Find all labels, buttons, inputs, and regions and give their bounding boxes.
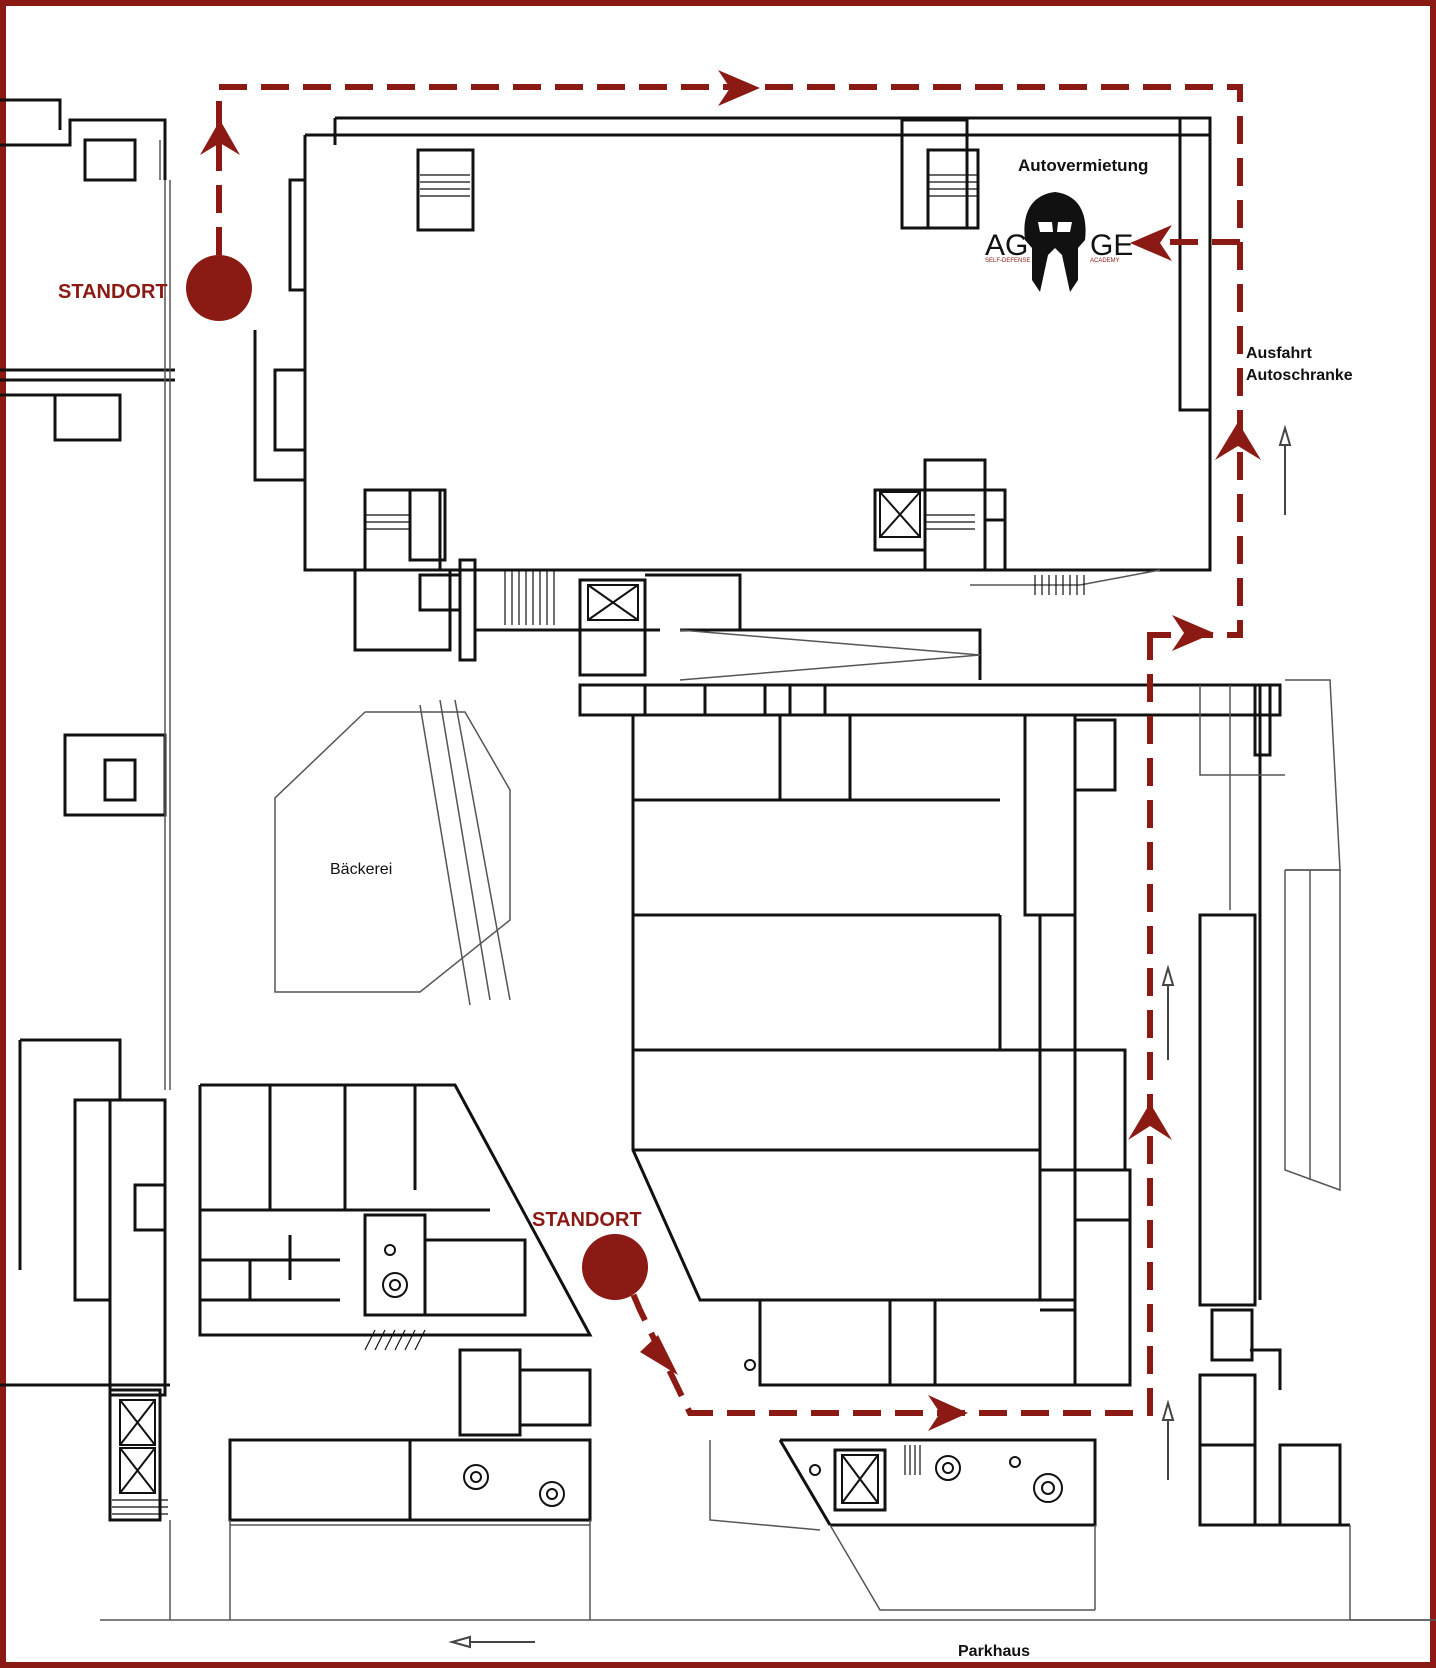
chevron-arrow-icon <box>1215 422 1261 460</box>
logo-subtext-left: SELF-DEFENSE <box>985 258 1030 264</box>
chevron-arrow-icon <box>640 1335 678 1375</box>
logo-subtext-right: ACADEMY <box>1090 258 1120 264</box>
building-walls <box>0 98 1350 1527</box>
elevator-boxes <box>119 491 921 1504</box>
ausfahrt-label: Ausfahrt <box>1246 345 1312 362</box>
thin-lines <box>100 140 1436 1621</box>
baeckerei-label: Bäckerei <box>330 861 392 878</box>
thin-arrow-icon <box>448 424 1292 1649</box>
chevron-arrow-icon <box>718 70 760 106</box>
chevron-arrow-icon <box>1172 615 1214 651</box>
chevron-arrow-icon <box>1128 1103 1172 1140</box>
logo-text-left: AG <box>985 229 1028 262</box>
autovermietung-label: Autovermietung <box>1018 156 1148 175</box>
stair-hatching <box>112 174 1085 1515</box>
spartan-helmet-icon <box>1024 192 1086 292</box>
autoschranke-label: Autoschranke <box>1246 367 1353 384</box>
planter-circles <box>382 1244 1063 1507</box>
logo-text-right: GE <box>1090 229 1133 262</box>
standort-bottom-label: STANDORT <box>532 1209 642 1231</box>
location-dot-icon <box>582 1234 648 1300</box>
agoge-logo: AG GE SELF-DEFENSE ACADEMY <box>985 192 1133 292</box>
route-arrows <box>200 70 1261 1431</box>
chevron-arrow-icon <box>928 1395 968 1431</box>
chevron-arrow-icon <box>200 120 240 155</box>
location-dot-icon <box>186 255 252 321</box>
chevron-arrow-icon <box>1130 225 1172 261</box>
standort-top-label: STANDORT <box>58 281 168 303</box>
parkhaus-label: Parkhaus <box>958 1643 1030 1660</box>
